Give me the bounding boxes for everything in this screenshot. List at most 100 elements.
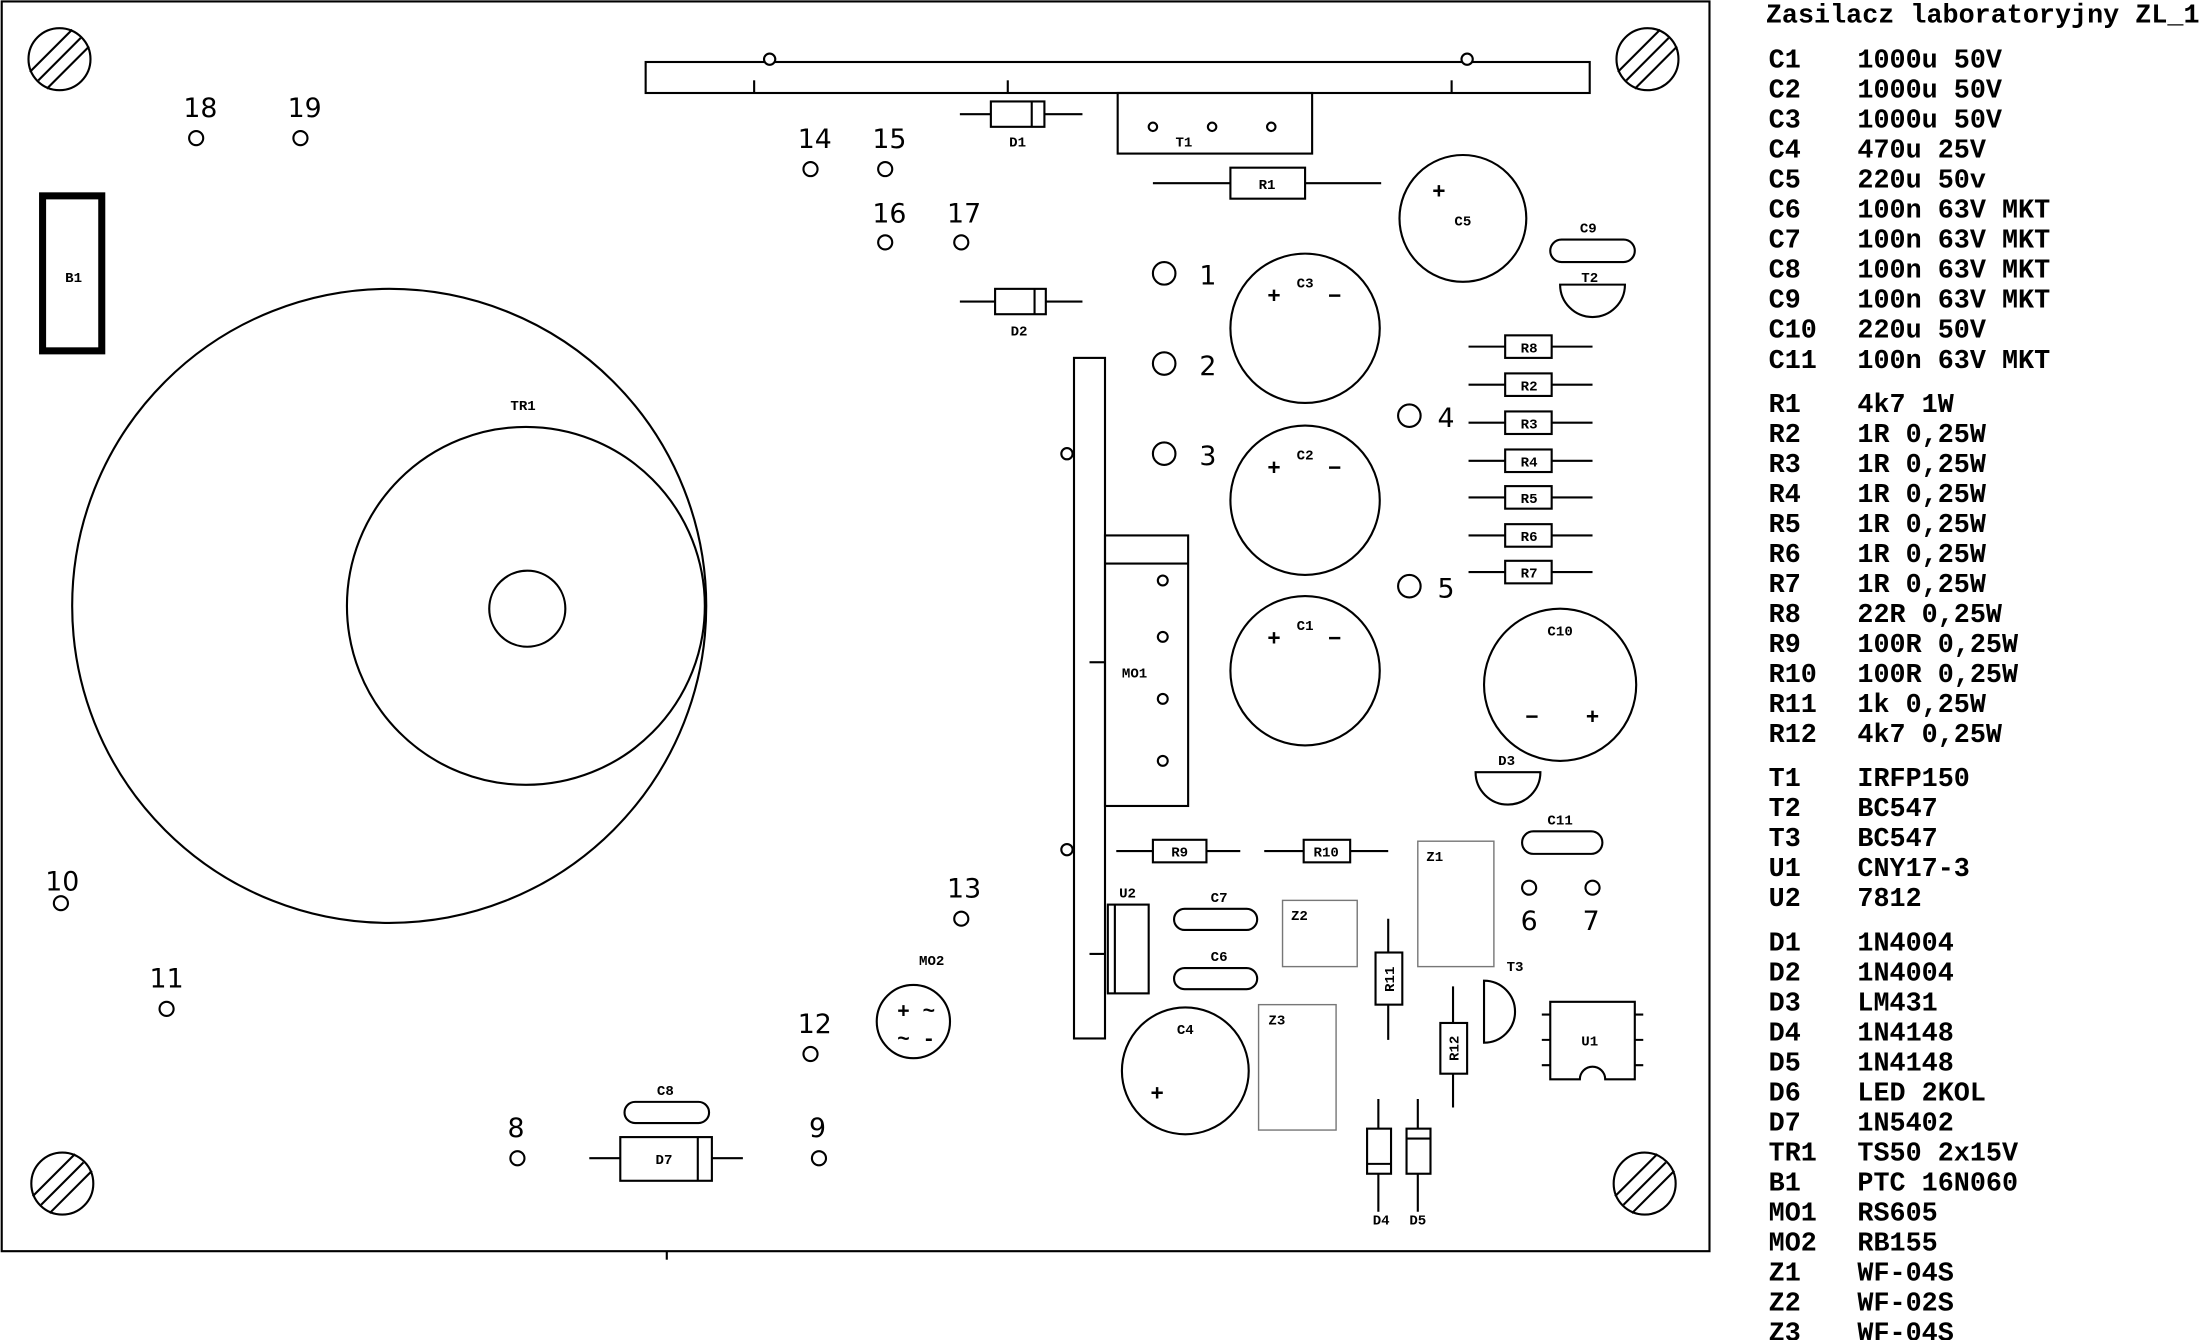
part-designator: R5 (1769, 511, 1801, 541)
svg-text:T3: T3 (1507, 960, 1524, 976)
part-designator: C1 (1769, 47, 1801, 77)
part-value: 220u 50V (1857, 317, 1986, 347)
svg-text:R12: R12 (1448, 1036, 1464, 1061)
svg-text:Z3: Z3 (1268, 1013, 1285, 1029)
svg-text:C1: C1 (1297, 619, 1314, 635)
bridge-rectifier-mo2: MO2 + ~ ~ - (875, 954, 952, 1060)
capacitor-c2: C2+− (1229, 424, 1381, 576)
regulator-d3: D3 (1474, 754, 1542, 806)
svg-text:2: 2 (1199, 351, 1216, 382)
parts-list-row: R10 100R 0,25W (1769, 661, 2019, 691)
part-value: 470u 25V (1857, 137, 1986, 167)
part-value: RS605 (1857, 1199, 1937, 1229)
part-designator: D1 (1769, 929, 1801, 959)
part-designator: Z1 (1769, 1259, 1801, 1289)
svg-text:R5: R5 (1521, 492, 1538, 508)
svg-text:MO1: MO1 (1122, 667, 1147, 683)
part-designator: R3 (1769, 451, 1801, 481)
svg-text:D2: D2 (1011, 324, 1028, 340)
part-value: 100R 0,25W (1857, 661, 2019, 691)
parts-list-row: Z1 WF-04S (1769, 1259, 1954, 1289)
svg-text:C3: C3 (1297, 276, 1314, 292)
part-value: 1000u 50V (1857, 77, 2002, 107)
transistor-t2: T2 (1559, 271, 1626, 319)
capacitor-c11: C11 (1521, 813, 1604, 855)
svg-text:C7: C7 (1211, 891, 1228, 907)
svg-text:19: 19 (288, 93, 322, 124)
part-designator: MO2 (1769, 1229, 1817, 1259)
bridge-rectifier-mo1: MO1 (1103, 534, 1190, 808)
part-value: 1N4148 (1857, 1049, 1953, 1079)
part-designator: R10 (1769, 661, 1817, 691)
diode-d2: D2 (959, 287, 1083, 340)
part-designator: C6 (1769, 197, 1801, 227)
svg-text:12: 12 (798, 1009, 832, 1040)
part-value: 1N4004 (1857, 959, 1953, 989)
svg-text:14: 14 (798, 124, 832, 155)
svg-text:U2: U2 (1119, 887, 1136, 903)
resistor-r7: R7 (1468, 559, 1593, 585)
heatsink-vertical (1060, 356, 1107, 1040)
part-value: 100n 63V MKT (1857, 227, 2050, 257)
mounting-screws (27, 27, 1680, 1216)
pad-8: 8 (508, 1113, 526, 1167)
pad-16: 16 (872, 199, 906, 251)
svg-text:9: 9 (809, 1113, 826, 1144)
diode-d1: D1 (959, 100, 1083, 152)
regulator-u2: U2 (1106, 887, 1150, 995)
part-value: TS50 2x15V (1857, 1139, 2019, 1169)
pad-15: 15 (872, 124, 906, 178)
svg-text:D7: D7 (656, 1153, 673, 1169)
part-designator: C11 (1769, 347, 1817, 377)
svg-text:−: − (1525, 705, 1539, 731)
svg-text:C9: C9 (1580, 221, 1597, 237)
svg-text:TR1: TR1 (510, 399, 535, 415)
svg-text:5: 5 (1438, 573, 1455, 604)
part-designator: R9 (1769, 631, 1801, 661)
pad-14: 14 (798, 124, 832, 178)
svg-text:U1: U1 (1581, 1035, 1598, 1051)
connector-z1: Z1 (1417, 840, 1495, 968)
part-value: 1R 0,25W (1857, 571, 1986, 601)
diode-d7: D7 (589, 1136, 743, 1182)
capacitor-c4: C4 + (1120, 1006, 1250, 1136)
part-designator: C8 (1769, 257, 1801, 287)
part-value: CNY17-3 (1857, 855, 1969, 885)
part-designator: D2 (1769, 959, 1801, 989)
svg-text:R7: R7 (1521, 567, 1538, 583)
capacitor-c7: C7 (1172, 891, 1259, 932)
connector-z2: Z2 (1281, 899, 1358, 968)
part-designator: R7 (1769, 571, 1801, 601)
fuse-b1: B1 (39, 192, 106, 355)
svg-text:T1: T1 (1175, 136, 1192, 152)
part-designator: D3 (1769, 989, 1801, 1019)
part-value: 1000u 50V (1857, 47, 2002, 77)
diode-d5: D5 (1405, 1099, 1432, 1229)
part-value: 100n 63V MKT (1857, 287, 2050, 317)
part-value: 100n 63V MKT (1857, 257, 2050, 287)
heatsink-horizontal (644, 52, 1591, 95)
part-designator: U1 (1769, 855, 1801, 885)
part-designator: D6 (1769, 1079, 1801, 1109)
svg-text:D4: D4 (1373, 1213, 1390, 1229)
svg-text:6: 6 (1521, 906, 1538, 937)
pad-17: 17 (947, 199, 981, 251)
part-value: 1000u 50V (1857, 107, 2002, 137)
svg-text:10: 10 (45, 867, 79, 898)
pad-9: 9 (809, 1113, 828, 1167)
part-value: WF-04S (1857, 1259, 1953, 1289)
resistor-r8: R8 (1468, 334, 1593, 359)
